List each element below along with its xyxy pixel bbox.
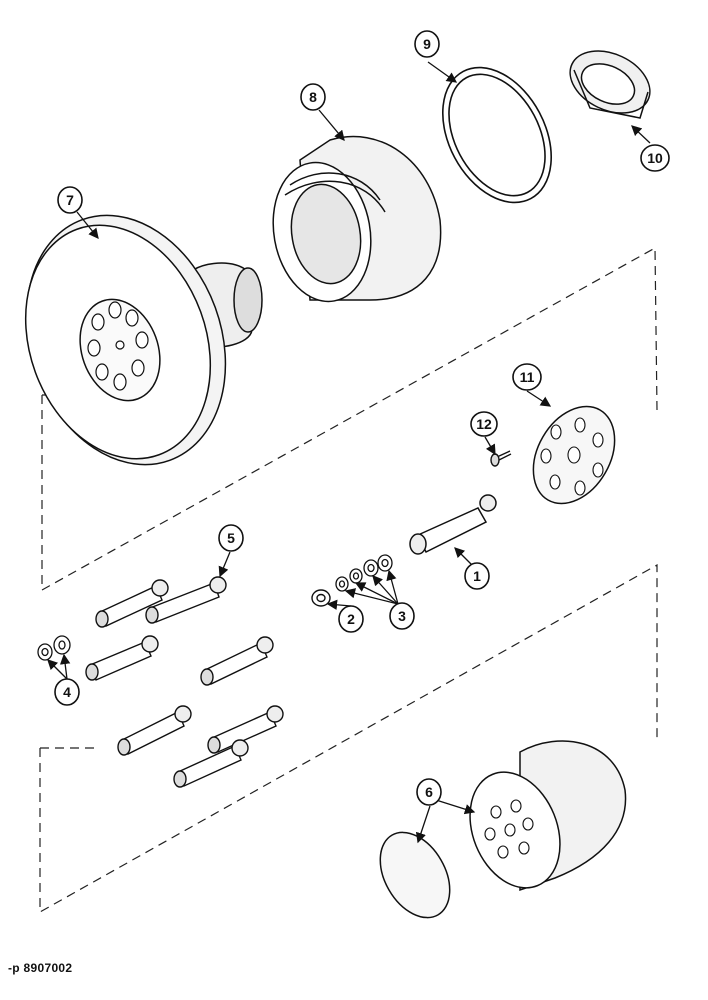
callout-1: 1 [464,562,490,590]
callouts: 7 8 9 10 11 12 1 2 [54,30,670,806]
retaining-plate-part [532,405,616,505]
bearing-housing-part [272,135,442,303]
callout-2: 2 [338,605,364,633]
svg-text:10: 10 [647,150,663,166]
shim-washers-part [335,554,393,592]
svg-text:2: 2 [347,611,355,627]
callout-5: 5 [218,524,244,552]
seal-ring-part [441,66,553,204]
piston-rod-part [409,494,497,555]
callout-7: 7 [57,186,83,214]
callout-10: 10 [640,144,670,172]
washer-part [311,589,331,607]
callout-3: 3 [389,602,415,630]
svg-text:9: 9 [423,36,431,52]
svg-text:6: 6 [425,784,433,800]
washers-part [37,635,71,661]
svg-text:4: 4 [63,684,71,700]
drive-flange-part [24,214,263,466]
callout-9: 9 [414,30,440,58]
callout-8: 8 [300,83,326,111]
callout-11: 11 [512,363,542,391]
svg-text:8: 8 [309,89,317,105]
reference-code: -p 8907002 [8,961,73,975]
svg-text:12: 12 [476,416,492,432]
leader-lines [47,61,651,844]
callout-12: 12 [470,411,498,437]
pistons-part [85,576,284,788]
svg-text:11: 11 [520,369,535,385]
screw-part [490,450,512,467]
svg-text:5: 5 [227,530,235,546]
svg-text:7: 7 [66,192,74,208]
cylinder-block-part [379,740,627,919]
svg-text:3: 3 [398,608,406,624]
callout-6: 6 [416,778,442,806]
lock-nut-part [569,50,651,119]
callout-4: 4 [54,678,80,706]
svg-text:1: 1 [473,568,481,584]
